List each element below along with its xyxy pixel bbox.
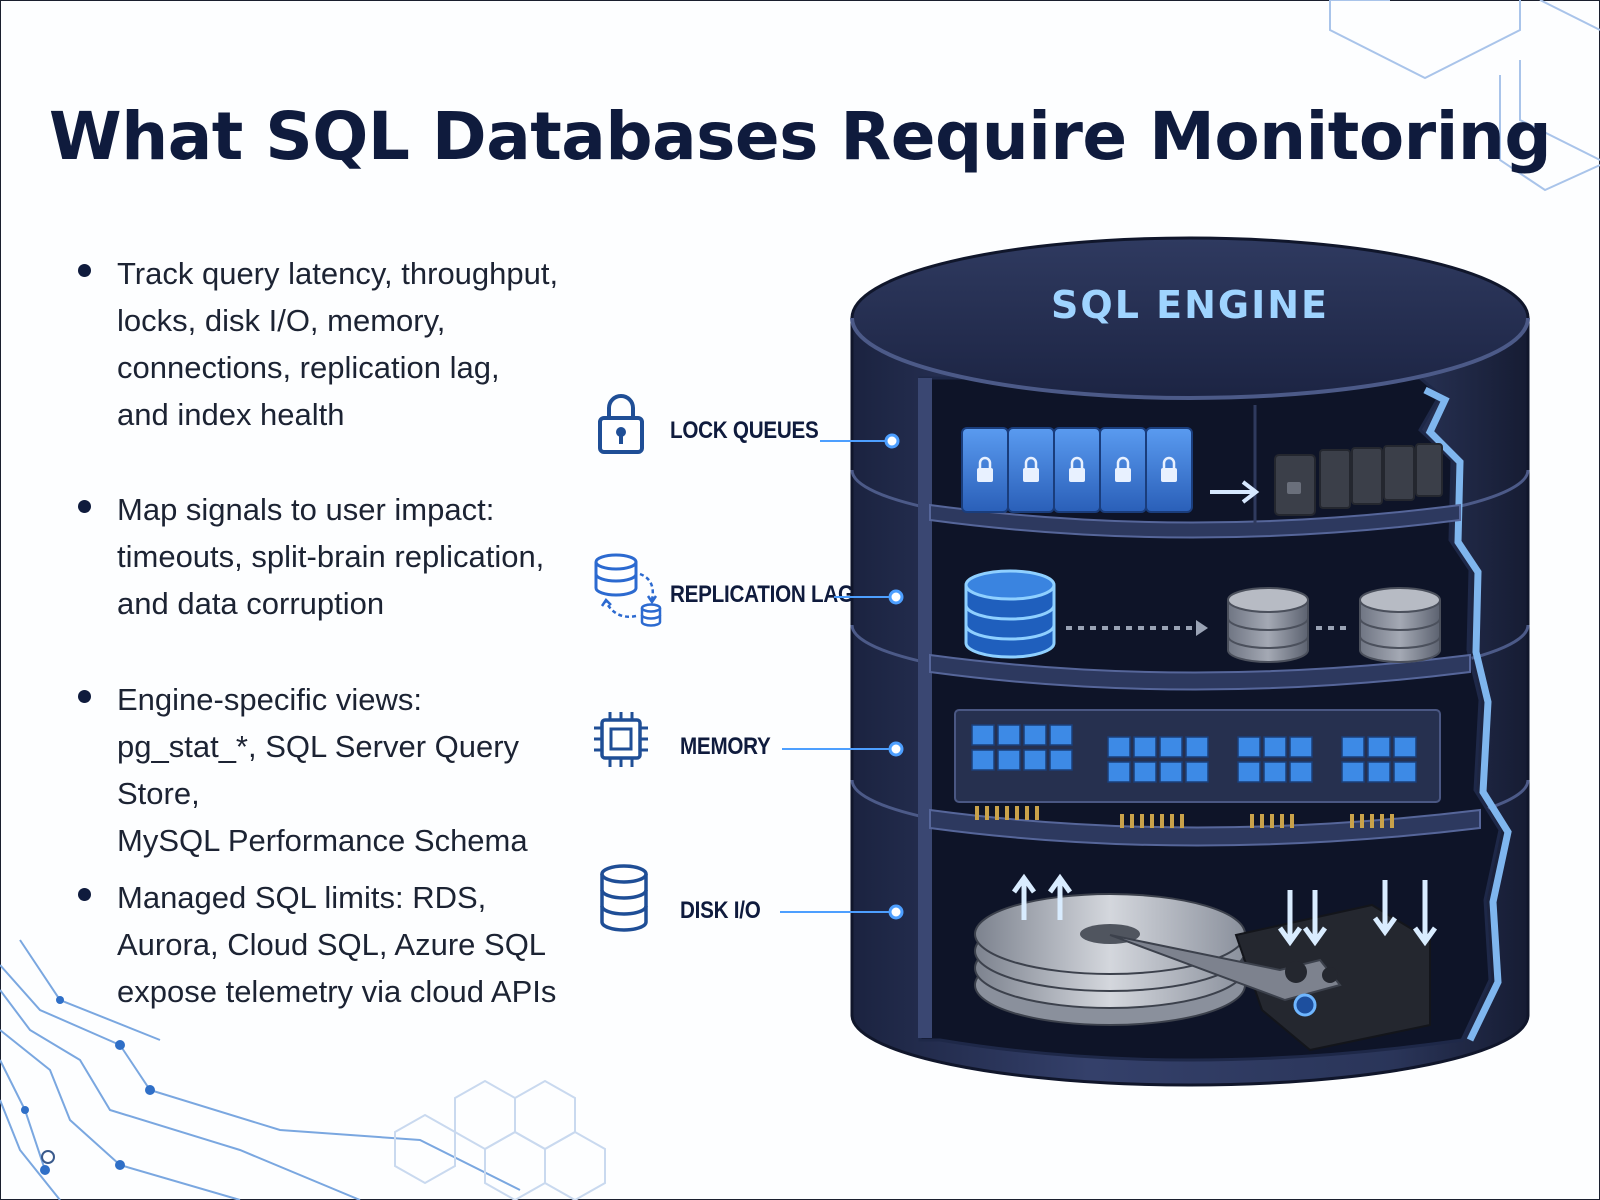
bullet-text: Managed SQL limits: RDS, Aurora, Cloud S… — [117, 880, 557, 1009]
bullet-item: Track query latency, throughput, locks, … — [78, 250, 577, 438]
callout-dots — [884, 433, 904, 920]
bullet-text: Map signals to user impact: timeouts, sp… — [117, 492, 545, 621]
lock-queue-blocks — [961, 427, 1443, 516]
bullet-text: Track query latency, throughput, locks, … — [117, 256, 559, 432]
shelves — [929, 503, 1481, 847]
bullet-dot — [78, 500, 91, 513]
bullet-dot — [78, 888, 91, 901]
bullet-dot — [78, 264, 91, 277]
bullet-item: Map signals to user impact: timeouts, sp… — [78, 486, 577, 627]
page-title: What SQL Databases Require Monitoring — [48, 98, 1552, 175]
callout-label-memory: MEMORY — [680, 733, 771, 760]
lock-icon — [598, 394, 644, 454]
replication-databases — [964, 569, 1441, 663]
hexagon-pattern-top-right — [1329, 0, 1600, 192]
bullet-dot — [78, 690, 91, 703]
io-arrows — [1011, 873, 1438, 947]
bullet-text: Engine-specific views: pg_stat_*, SQL Se… — [117, 682, 528, 858]
arrow-right-icon — [1210, 480, 1260, 504]
callout-label-lock-queues: LOCK QUEUES — [670, 417, 819, 444]
circuit-nodes — [21, 996, 155, 1175]
cutaway-edge — [1423, 386, 1512, 1042]
chip-icon — [594, 712, 648, 767]
hard-disk — [974, 893, 1431, 1052]
callout-connectors — [780, 440, 894, 913]
memory-modules — [954, 709, 1441, 828]
engine-label: SQL ENGINE — [1051, 283, 1329, 327]
database-icon — [600, 864, 648, 932]
hexagon-pattern-bottom — [394, 1079, 606, 1200]
bullet-item: Managed SQL limits: RDS, Aurora, Cloud S… — [78, 874, 577, 1015]
callout-label-replication-lag: REPLICATION LAG — [670, 581, 854, 608]
callout-label-disk-io: DISK I/O — [680, 897, 761, 924]
replication-icon — [594, 553, 662, 627]
bullet-item: Engine-specific views: pg_stat_*, SQL Se… — [78, 676, 577, 864]
